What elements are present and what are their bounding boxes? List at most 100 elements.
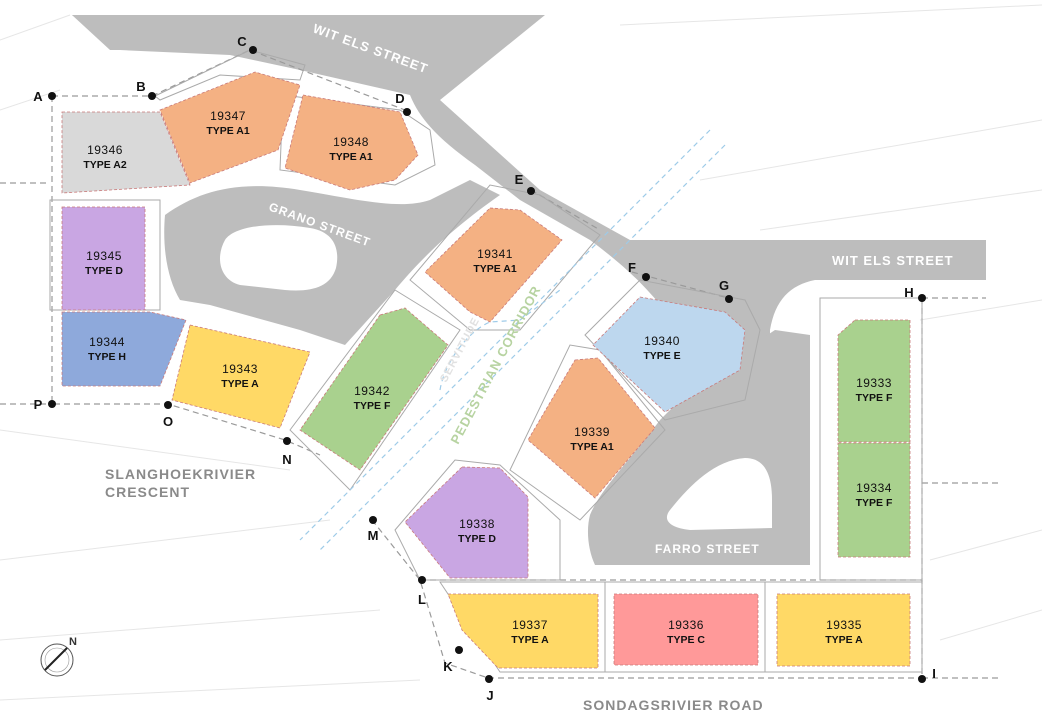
plot-type-label: TYPE F (856, 392, 893, 404)
plot-shape[interactable] (447, 593, 599, 669)
plot-shape[interactable] (61, 206, 146, 311)
plot-shape[interactable] (284, 94, 419, 191)
plot-type-label: TYPE H (88, 351, 126, 363)
plot-shape[interactable] (837, 442, 911, 558)
survey-point-f: F (628, 260, 650, 281)
plot-shape[interactable] (171, 324, 311, 429)
plot-number-label: 19339 (574, 425, 610, 439)
survey-point-marker (918, 675, 926, 683)
farro-island (666, 458, 772, 530)
pedestrian-corridor (299, 129, 726, 551)
plot-shape[interactable] (299, 307, 449, 471)
plot-type-label: TYPE F (354, 400, 391, 412)
survey-point-marker (48, 92, 56, 100)
plot-shape[interactable] (613, 593, 759, 666)
survey-point-label: A (33, 89, 43, 104)
plot-shape[interactable] (776, 593, 911, 667)
survey-point-marker (418, 576, 426, 584)
survey-point-label: N (282, 452, 291, 467)
survey-point-k: K (443, 646, 463, 674)
plot-type-label: TYPE A1 (473, 263, 517, 275)
plot-shape[interactable] (837, 319, 911, 443)
survey-point-label: D (395, 91, 404, 106)
plot-type-label: TYPE D (85, 265, 123, 277)
plot-type-label: TYPE C (667, 634, 705, 646)
survey-point-marker (48, 400, 56, 408)
survey-point-l: L (418, 576, 426, 607)
plot-type-label: TYPE A2 (83, 159, 127, 171)
survey-point-marker (918, 294, 926, 302)
survey-point-d: D (395, 91, 411, 116)
survey-point-label: K (443, 659, 453, 674)
survey-point-marker (403, 108, 411, 116)
plot-number-label: 19340 (644, 334, 680, 348)
plot-shape[interactable] (61, 311, 187, 387)
plot-type-label: TYPE A1 (570, 441, 614, 453)
plot-type-label: TYPE A1 (329, 151, 373, 163)
plot-shape[interactable] (592, 296, 746, 413)
plot-shape[interactable] (159, 71, 301, 184)
survey-point-label: I (932, 666, 936, 681)
plot-number-label: 19338 (459, 517, 495, 531)
slanghoekrivier-crescent-label-line2: CRESCENT (105, 484, 190, 500)
survey-point-marker (485, 675, 493, 683)
plot-type-label: TYPE A (511, 634, 549, 646)
plot-shape[interactable] (527, 357, 656, 499)
survey-point-c: C (237, 34, 257, 54)
survey-point-label: C (237, 34, 247, 49)
survey-point-marker (642, 273, 650, 281)
survey-point-e: E (515, 172, 535, 195)
survey-point-marker (283, 437, 291, 445)
survey-point-j: J (485, 675, 494, 703)
survey-point-marker (369, 516, 377, 524)
survey-point-label: M (368, 528, 379, 543)
survey-point-label: O (163, 414, 173, 429)
survey-point-n: N (282, 437, 292, 467)
slanghoekrivier-crescent-label-line1: SLANGHOEKRIVIER (105, 466, 256, 482)
block-outlines (49, 49, 923, 673)
plot-number-label: 19335 (826, 618, 862, 632)
survey-point-marker (249, 46, 257, 54)
survey-point-i: I (918, 666, 936, 683)
grano-island (220, 225, 338, 291)
plot-number-label: 19333 (856, 376, 892, 390)
plot-type-label: TYPE A (221, 378, 259, 390)
survey-point-p: P (34, 397, 56, 412)
plot-shape[interactable] (404, 466, 529, 579)
survey-point-h: H (904, 285, 926, 302)
road-network (72, 15, 986, 565)
plot-number-label: 19344 (89, 335, 125, 349)
plot-number-label: 19345 (86, 249, 122, 263)
sondagsrivier-road-label: SONDAGSRIVIER ROAD (583, 697, 764, 713)
plot-shape[interactable] (424, 207, 563, 323)
survey-point-a: A (33, 89, 56, 104)
survey-point-label: B (136, 79, 145, 94)
plot-type-label: TYPE D (458, 533, 496, 545)
plot-shape[interactable] (61, 111, 191, 194)
north-arrow-label: N (69, 636, 77, 648)
servitude-label: SERVITUDE (438, 315, 482, 384)
survey-point-marker (148, 92, 156, 100)
plot-number-label: 19336 (668, 618, 704, 632)
plot-number-label: 19348 (333, 135, 369, 149)
survey-point-o: O (163, 401, 173, 429)
